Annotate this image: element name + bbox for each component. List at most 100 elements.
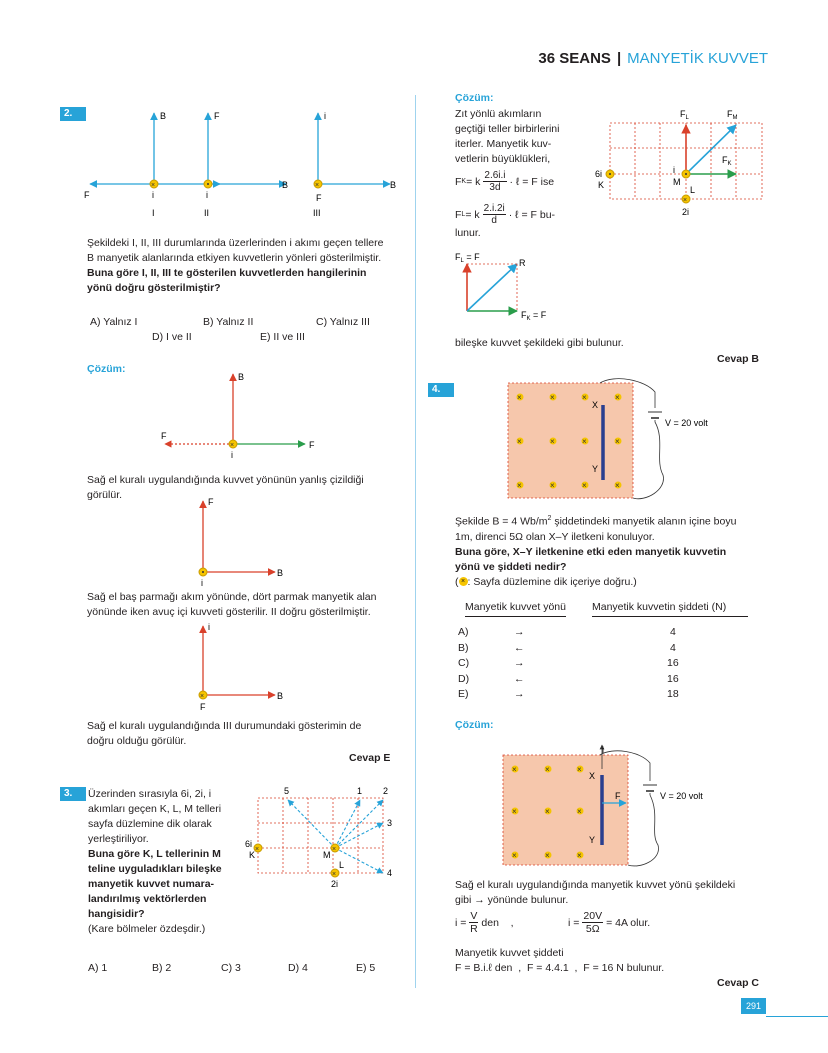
sol3-F: F <box>200 702 206 712</box>
svg-text:×: × <box>332 846 336 853</box>
q4-sol-i: i <box>602 745 604 755</box>
q4-row-a: A)→4 <box>458 626 676 638</box>
sol3-fm: FM <box>727 109 738 121</box>
sol3-i-label: i <box>673 165 675 175</box>
q2-option-d: D) I ve II <box>152 331 192 343</box>
svg-text:×: × <box>200 693 204 700</box>
vec-r: R <box>519 258 526 268</box>
q4-sol-text: Sağ el kuralı uygulandığında manyetik ku… <box>455 879 736 906</box>
q2-option-c: C) Yalnız III <box>316 316 370 328</box>
q4-table-header-magnitude: Manyetik kuvvetin şiddeti (N) <box>592 601 748 617</box>
svg-text:×: × <box>615 393 620 402</box>
q4-sol-x: X <box>589 771 595 781</box>
svg-text:×: × <box>315 182 319 189</box>
svg-text:×: × <box>582 481 587 490</box>
header-separator: | <box>616 50 622 67</box>
q4-answer: Cevap C <box>717 977 760 989</box>
q2-sol1-text: Sağ el kuralı uygulandığında kuvvet yönü… <box>87 474 364 501</box>
q2-option-e: E) II ve III <box>260 331 305 343</box>
q2-sol2-text: Sağ el baş parmağı akım yönünde, dört pa… <box>87 591 377 618</box>
svg-text:×: × <box>577 851 582 860</box>
q2-fig3-F: F <box>316 193 322 203</box>
q3-option-e: E) 5 <box>356 962 376 974</box>
question-number-2: 2. <box>60 107 86 121</box>
svg-text:×: × <box>615 481 620 490</box>
page-number: 291 <box>741 998 766 1014</box>
q2-fig2-label: II <box>204 208 209 218</box>
q3-option-d: D) 4 <box>288 962 308 974</box>
sol3-k-current: 6i <box>595 169 602 179</box>
question-number-3: 3. <box>60 787 86 801</box>
q2-answer: Cevap E <box>349 752 391 764</box>
q3-vector-3: 3 <box>387 818 392 828</box>
header-section: 36 SEANS <box>538 50 611 67</box>
q4-figure: × × × × × × × × × × × × X Y V = 20 volt <box>507 378 708 500</box>
current-formula-2: i = 20V 5Ω = 4A olur. <box>568 910 651 935</box>
q4-row-b: B)←4 <box>458 641 676 654</box>
q3-solution-label: Çözüm: <box>455 92 494 104</box>
svg-text:×: × <box>550 437 555 446</box>
q4-sol-y: Y <box>589 835 595 845</box>
sol3-B: B <box>277 691 283 701</box>
q3-solution-text: Zıt yönlü akımların geçtiği teller birbi… <box>455 108 560 165</box>
force-text: Manyetik kuvvet şiddeti F = B.i.ℓ den , … <box>455 947 665 974</box>
q3-solution-grid-figure: × 6i K i M L 2i FL FM FK <box>595 109 763 217</box>
q3-l-current: 2i <box>331 879 338 889</box>
svg-text:×: × <box>517 393 522 402</box>
q2-solution-label: Çözüm: <box>87 363 126 375</box>
q2-sol3-text: Sağ el kuralı uygulandığında III durumun… <box>87 720 362 747</box>
q3-vector-4: 4 <box>387 868 392 878</box>
q3-option-b: B) 2 <box>152 962 172 974</box>
svg-text:×: × <box>615 437 620 446</box>
q2-fig2-F: F <box>214 111 220 121</box>
svg-text:×: × <box>230 442 234 449</box>
q4-voltage: V = 20 volt <box>665 418 708 428</box>
q2-fig3-i: i <box>324 111 326 121</box>
q2-fig1-label: I <box>152 208 155 218</box>
q4-row-d: D)←16 <box>458 672 679 685</box>
vec-fl: FL = F <box>455 252 480 264</box>
q2-fig3-label: III <box>313 208 321 218</box>
svg-text:×: × <box>550 481 555 490</box>
vec-fk: FK = F <box>521 310 547 322</box>
sol2-i: i <box>201 578 203 588</box>
svg-text:×: × <box>582 393 587 402</box>
q3-answer: Cevap B <box>717 353 760 365</box>
q3-k-label: K <box>249 850 255 860</box>
q4-field-markers: × × × × × × × × × × × × <box>516 393 622 490</box>
q3-m-label: M <box>323 850 331 860</box>
q3-figure: × × × 6i K M L 2i 1 2 3 4 5 <box>245 786 392 889</box>
q2-option-b: B) Yalnız II <box>203 316 254 328</box>
q4-x-label: X <box>592 400 598 410</box>
into-page-icon: × <box>458 577 468 587</box>
q2-solution-figure-2: F B i <box>198 497 283 588</box>
sol1-i: i <box>231 450 233 460</box>
q2-fig1-F: F <box>84 190 90 200</box>
q3-vector-1: 1 <box>357 786 362 796</box>
sol2-F: F <box>208 497 214 507</box>
svg-text:×: × <box>151 182 155 189</box>
sol3-m-label: M <box>673 177 681 187</box>
svg-text:×: × <box>512 765 517 774</box>
svg-text:×: × <box>545 851 550 860</box>
svg-text:×: × <box>255 846 259 853</box>
q2-solution-figure-1: × B F F i <box>161 372 315 460</box>
q3-vector-2: 2 <box>383 786 388 796</box>
q3-text: Üzerinden sırasıyla 6i, 2i, i akımları g… <box>88 788 222 935</box>
sol3-fk: FK <box>722 155 732 167</box>
svg-text:×: × <box>512 807 517 816</box>
sol3-l-current: 2i <box>682 207 689 217</box>
svg-text:×: × <box>517 481 522 490</box>
q3-resultant-figure: FL = F R FK = F <box>455 252 547 322</box>
svg-text:×: × <box>577 765 582 774</box>
q3-result-text: bileşke kuvvet şekildeki gibi bulunur. <box>455 337 624 349</box>
sol1-B: B <box>238 372 244 382</box>
q2-text: Şekildeki I, II, III durumlarında üzerle… <box>87 237 384 294</box>
page-number-line <box>766 1016 828 1017</box>
header-title: MANYETİK KUVVET <box>627 50 768 67</box>
q4-row-e: E)→18 <box>458 688 679 700</box>
q4-y-label: Y <box>592 464 598 474</box>
q2-option-a: A) Yalnız I <box>90 316 138 328</box>
q4-solution-figure: × × × × × × × × × i X Y F V = 20 volt <box>502 744 703 867</box>
